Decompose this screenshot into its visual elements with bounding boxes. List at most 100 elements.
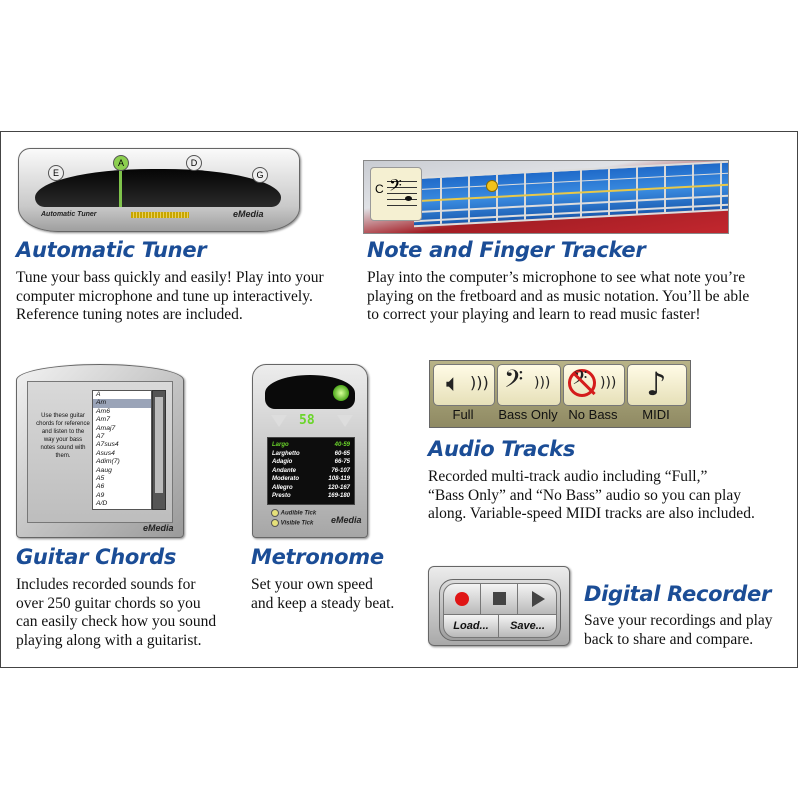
tempo-row[interactable]: Moderato 108-119 (272, 475, 350, 484)
chords-description: Includes recorded sounds for over 250 gu… (16, 576, 217, 649)
beat-light-icon (333, 385, 349, 401)
tracker-note-letter: C (375, 182, 384, 196)
track-bass-only-button[interactable]: 𝄢 ))) (497, 364, 561, 406)
tuner-display (35, 169, 281, 207)
tempo-range: 76-107 (331, 467, 350, 474)
tempo-name: Larghetto (272, 450, 300, 457)
tempo-row[interactable]: Largo 40-59 (272, 441, 350, 450)
emedia-logo: eMedia (143, 523, 174, 533)
visible-tick-label: Visible Tick (280, 520, 314, 527)
tempo-name: Allegro (272, 484, 293, 491)
recorder-screenshot: Load... Save... (428, 566, 570, 646)
tempo-range: 60-65 (334, 450, 350, 457)
chord-list-item[interactable]: Aaug (96, 466, 112, 474)
string-e-button[interactable]: E (48, 165, 64, 181)
audible-tick-radio[interactable] (271, 509, 279, 517)
chord-list-item[interactable]: A7 (96, 433, 105, 441)
save-button-label: Save... (510, 620, 545, 632)
sound-waves-icon: ))) (534, 375, 551, 391)
chord-list-item[interactable]: A (96, 391, 101, 398)
track-full-button[interactable]: 🔈︎ ))) (433, 364, 495, 406)
music-note-icon: ♪ (646, 365, 667, 403)
chord-list-item[interactable]: Am (93, 399, 151, 408)
sound-waves-icon: ))) (600, 375, 617, 391)
track-label-no-bass: No Bass (568, 407, 618, 422)
chords-title: Guitar Chords (16, 545, 177, 569)
tempo-row[interactable]: Presto 169-180 (272, 492, 350, 501)
chord-list-item[interactable]: Am7 (96, 416, 110, 424)
tuner-description: Tune your bass quickly and easily! Play … (16, 269, 324, 323)
chords-screenshot: Use these guitar chords for reference an… (16, 364, 184, 538)
chord-list-item[interactable]: A/D (96, 500, 108, 508)
chord-list-item[interactable]: Asus4 (96, 449, 115, 457)
bass-clef-icon (387, 176, 417, 210)
visible-tick-toggle[interactable]: Visible Tick (271, 519, 313, 527)
tuner-needle (119, 167, 122, 207)
speaker-icon: 🔈︎ (446, 370, 461, 397)
tuner-panel-label: Automatic Tuner (41, 211, 97, 218)
string-a-button[interactable]: A (113, 155, 129, 171)
save-button[interactable]: Save... (498, 614, 557, 638)
audio-tracks-screenshot: 🔈︎ ))) 𝄢 ))) 𝄢 ))) ♪ Full Bass Only No B… (429, 360, 691, 428)
load-button[interactable]: Load... (443, 614, 499, 638)
audio-description: Recorded multi-track audio including “Fu… (428, 468, 755, 522)
tempo-range: 108-119 (328, 476, 350, 482)
tempo-name: Presto (272, 493, 291, 499)
chord-list-item[interactable]: A5 (96, 475, 105, 483)
sound-waves-icon: ))) (470, 373, 489, 392)
tempo-row[interactable]: Allegro 120-167 (272, 484, 350, 493)
tuner-meter (131, 212, 189, 218)
tempo-range: 40-59 (334, 442, 350, 448)
audio-title: Audio Tracks (428, 437, 576, 461)
chord-list-item[interactable]: A6 (96, 483, 105, 491)
chords-inner-panel: Use these guitar chords for reference an… (27, 381, 173, 523)
tracker-title: Note and Finger Tracker (367, 238, 646, 262)
tempo-name: Largo (272, 442, 289, 448)
record-button[interactable] (443, 583, 481, 615)
audible-tick-toggle[interactable]: Audible Tick (271, 509, 316, 517)
tempo-row[interactable]: Larghetto 60-65 (272, 450, 350, 459)
track-no-bass-button[interactable]: 𝄢 ))) (563, 364, 625, 406)
chord-instruction: Use these guitar chords for reference an… (36, 413, 90, 459)
stop-button[interactable] (480, 583, 518, 615)
tuner-title: Automatic Tuner (16, 238, 207, 262)
metronome-title: Metronome (251, 545, 384, 569)
recorder-title: Digital Recorder (584, 582, 772, 606)
chord-list-item[interactable]: A9 (96, 491, 105, 499)
chord-list-item[interactable]: Am6 (96, 407, 110, 415)
bass-clef-icon: 𝄢 (504, 365, 524, 400)
emedia-logo: eMedia (331, 515, 362, 525)
tempo-up-icon[interactable] (337, 415, 353, 427)
tempo-range: 120-167 (327, 484, 350, 491)
record-icon (455, 592, 469, 606)
bass-clef-glyph: 𝄢 (389, 175, 402, 199)
emedia-logo: eMedia (233, 209, 264, 219)
chord-list-item[interactable]: Amaj7 (96, 424, 116, 432)
chord-list-scrollbar[interactable] (152, 390, 166, 510)
chord-list-item[interactable]: Adim(7) (96, 458, 120, 466)
tracker-description: Play into the computer’s microphone to s… (367, 269, 750, 323)
tempo-range: 169-180 (327, 493, 350, 499)
chord-list-item[interactable]: A7sus4 (96, 441, 119, 449)
string-d-button[interactable]: D (186, 155, 202, 171)
tempo-down-icon[interactable] (271, 415, 287, 427)
notation-box: C 𝄢 (370, 167, 422, 221)
tempo-name: Moderato (272, 476, 299, 482)
recorder-description: Save your recordings and play back to sh… (584, 612, 773, 648)
play-icon (532, 591, 545, 607)
tuner-screenshot: E A D G Automatic Tuner eMedia (18, 148, 300, 232)
track-label-full: Full (452, 407, 474, 422)
play-button[interactable] (517, 583, 557, 615)
visible-tick-radio[interactable] (271, 519, 279, 527)
track-midi-button[interactable]: ♪ (627, 364, 687, 406)
tempo-value: 58 (299, 413, 315, 428)
no-symbol-icon (568, 369, 596, 397)
note-head (405, 196, 412, 201)
string-g-button[interactable]: G (252, 167, 268, 183)
tempo-range: 66-75 (334, 459, 350, 465)
